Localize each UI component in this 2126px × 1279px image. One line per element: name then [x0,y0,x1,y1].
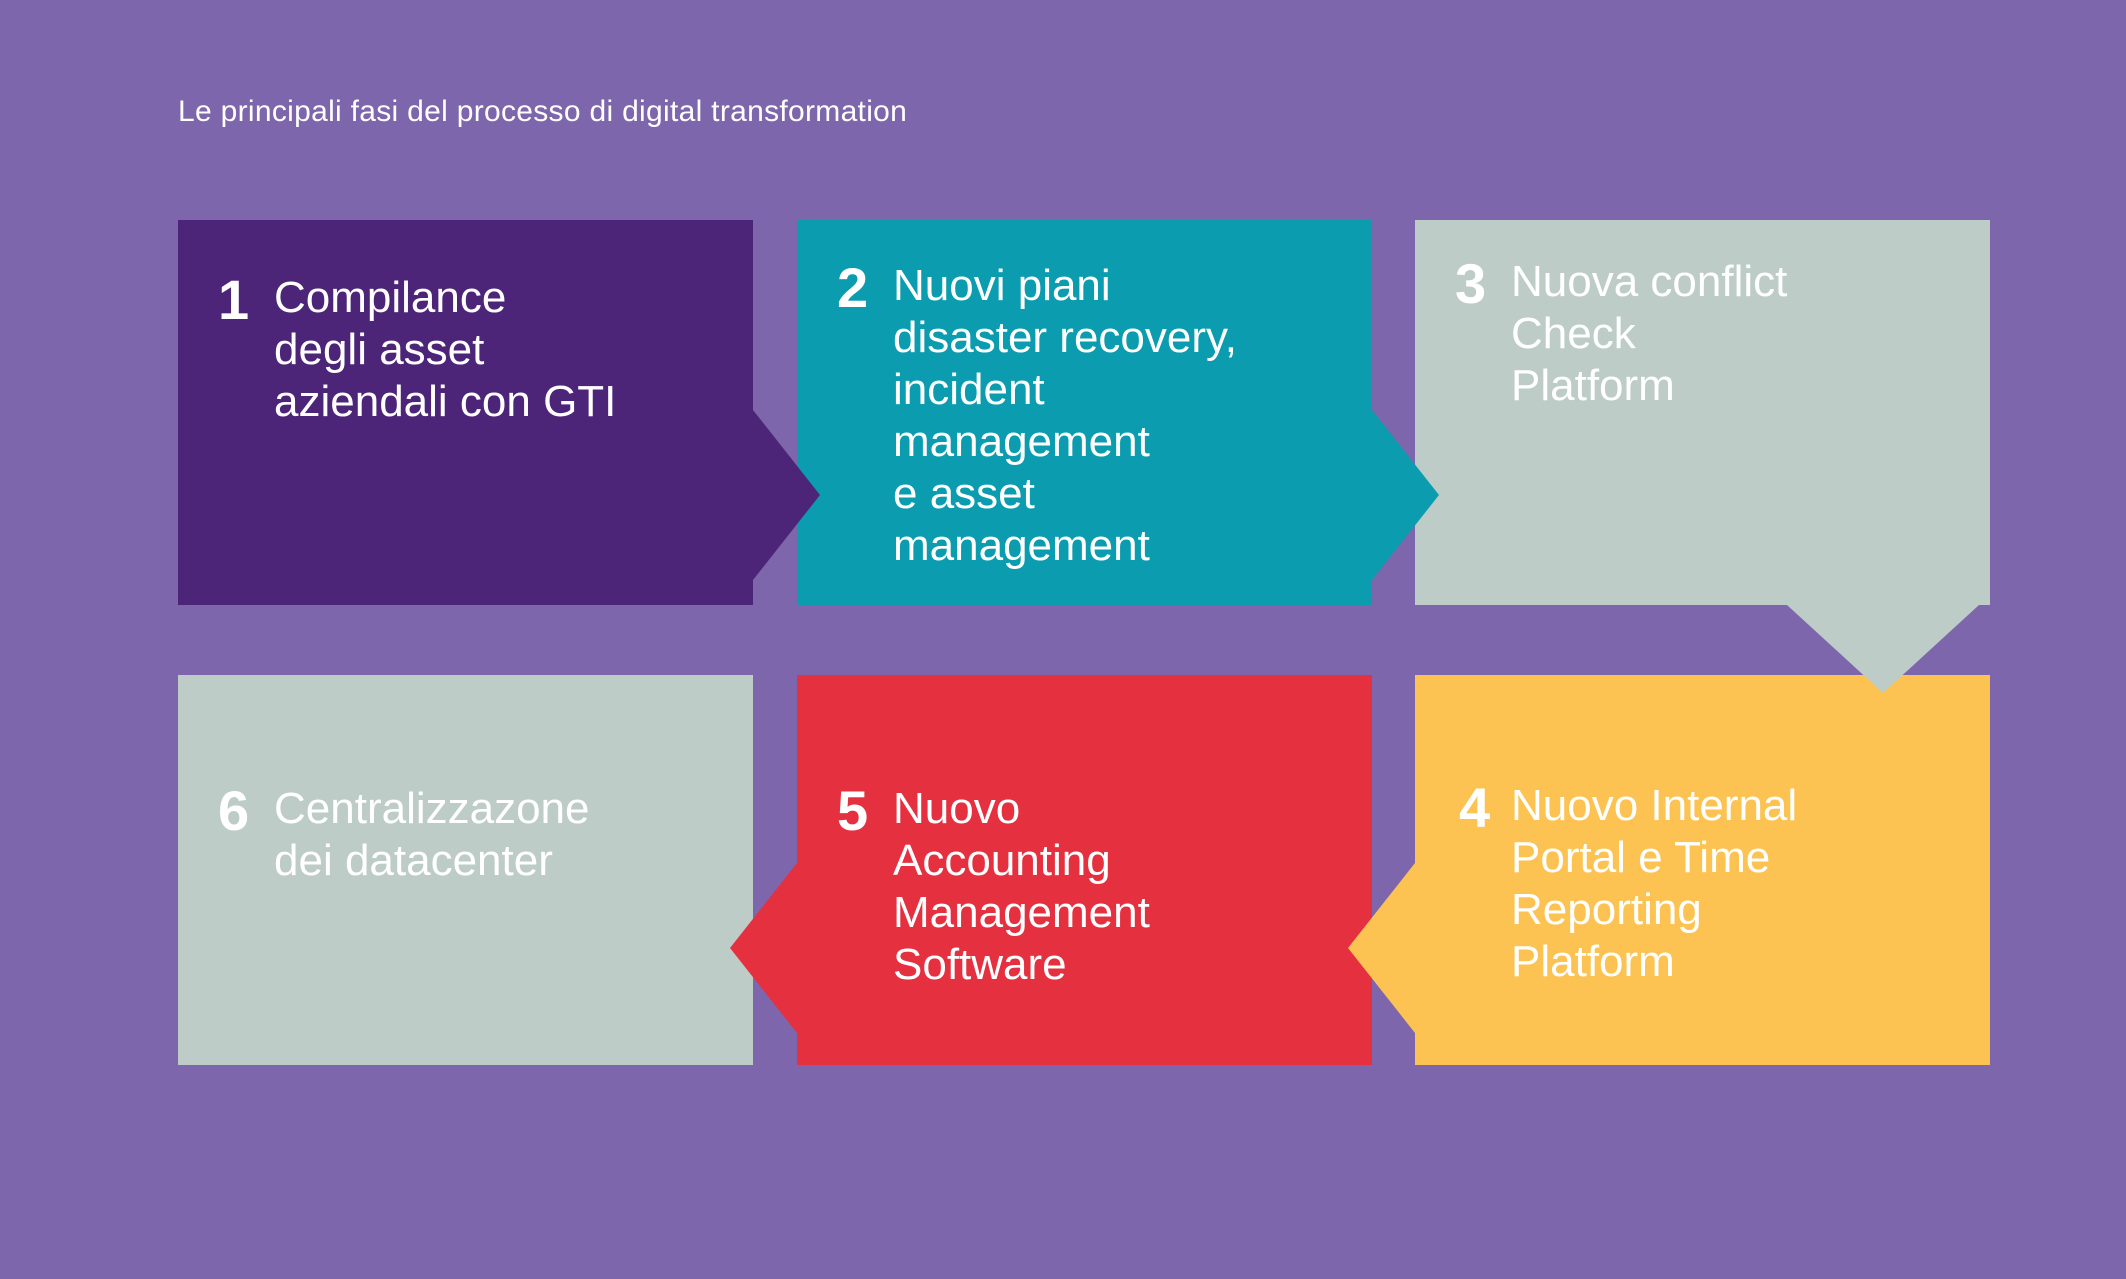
step-1-number: 1 [218,268,250,331]
step-1-plate [178,220,753,605]
step-6-number: 6 [218,779,250,842]
step-2-number: 2 [837,256,869,319]
step-3-plate [1415,220,1990,605]
step-4-number: 4 [1459,776,1491,839]
step-5-number: 5 [837,779,869,842]
process-step-6[interactable]: 6 Centralizzazone dei datacenter [178,675,753,1065]
step-3-number: 3 [1455,252,1487,315]
step-4-label: Nuovo Internal Portal e Time Reporting P… [1511,781,1798,986]
step-2-plate [797,220,1372,605]
step-3-content: 3 Nuova conflict Check Platform [1455,256,1975,412]
step-2-label: Nuovi piani disaster recovery, incident … [893,261,1237,570]
process-step-2[interactable]: 2 Nuovi piani disaster recovery, inciden… [797,220,1439,605]
step-5-content: 5 Nuovo Accounting Management Software [837,783,1357,991]
step-6-content: 6 Centralizzazone dei datacenter [218,783,738,887]
process-step-4[interactable]: 4 Nuovo Internal Portal e Time Reporting… [1348,675,1990,1065]
step-5-label: Nuovo Accounting Management Software [893,784,1150,989]
page-title: Le principali fasi del processo di digit… [178,95,908,128]
process-step-5[interactable]: 5 Nuovo Accounting Management Software [730,675,1372,1065]
process-step-1[interactable]: 1 Compilance degli asset aziendali con G… [178,220,820,605]
step-4-content: 4 Nuovo Internal Portal e Time Reporting… [1459,780,1979,988]
step-6-plate [178,675,753,1065]
step-4-plate [1415,675,1990,1065]
step-1-content: 1 Compilance degli asset aziendali con G… [218,272,733,428]
step-3-label: Nuova conflict Check Platform [1511,257,1788,410]
step-2-content: 2 Nuovi piani disaster recovery, inciden… [837,260,1357,571]
process-step-3[interactable]: 3 Nuova conflict Check Platform [1415,220,1990,693]
step-6-label: Centralizzazone dei datacenter [274,784,590,885]
step-1-label: Compilance degli asset aziendali con GTI [274,273,617,426]
step-5-plate [797,675,1372,1065]
